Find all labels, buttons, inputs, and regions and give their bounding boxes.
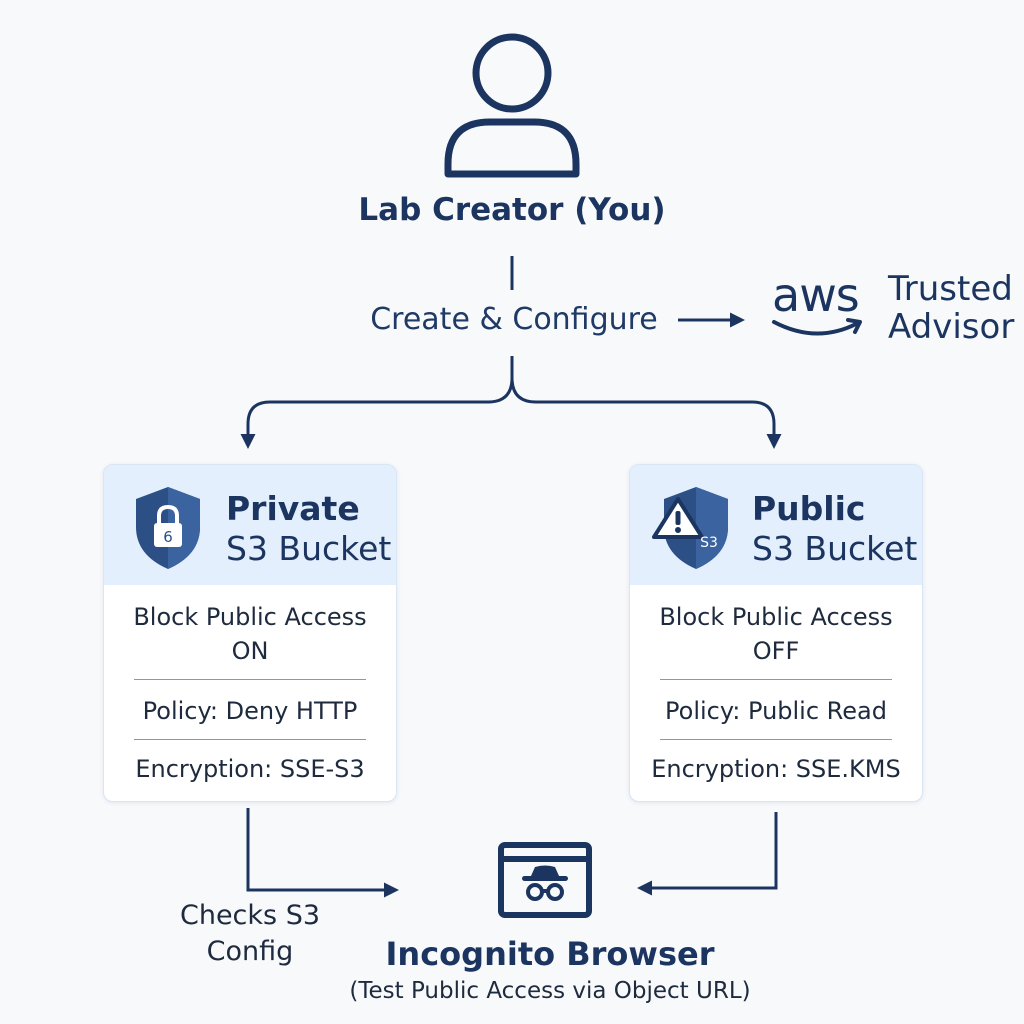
warning-shield-icon: S3	[652, 487, 728, 569]
public-bucket-header: S3 Public S3 Bucket	[630, 465, 922, 585]
aws-logo-text: aws	[772, 268, 860, 322]
private-divider-2	[134, 739, 366, 740]
user-title: Lab Creator (You)	[358, 192, 666, 228]
private-title-line2: S3 Bucket	[226, 529, 392, 568]
private-block-access-label: Block Public Access	[133, 603, 367, 631]
arrow-public-to-browser	[637, 812, 778, 896]
private-title-line1: Private	[226, 489, 360, 528]
public-block-access-label: Block Public Access	[659, 603, 893, 631]
private-block-access-value: ON	[231, 637, 269, 665]
trusted-advisor-line1: Trusted	[888, 269, 1013, 309]
private-bucket-header: 6 Private S3 Bucket	[104, 465, 396, 585]
trusted-advisor-line2: Advisor	[888, 307, 1015, 347]
private-encryption: Encryption: SSE-S3	[135, 755, 365, 783]
private-divider-1	[134, 679, 366, 680]
aws-smile-icon	[772, 318, 862, 336]
s3-badge-text: S3	[700, 535, 718, 551]
private-bucket-title: Private S3 Bucket	[226, 489, 396, 569]
aws-logo: aws	[768, 268, 872, 342]
user-icon	[444, 33, 580, 178]
checks-label-line2: Config	[206, 936, 294, 967]
lock-badge-char: 6	[163, 528, 173, 546]
checks-label-line1: Checks S3	[179, 900, 321, 931]
lock-shield-icon: 6	[136, 487, 200, 569]
trusted-advisor-label: Trusted Advisor	[888, 270, 1024, 346]
incognito-browser-icon	[498, 842, 592, 918]
public-block-access-value: OFF	[752, 637, 800, 665]
public-title-line2: S3 Bucket	[752, 529, 918, 568]
create-configure-label: Create & Configure	[370, 302, 658, 337]
arrow-to-private-bucket	[240, 356, 514, 449]
public-divider-1	[660, 679, 892, 680]
incognito-browser-title: Incognito Browser	[385, 935, 715, 973]
public-bucket-title: Public S3 Bucket	[752, 489, 922, 569]
public-policy: Policy: Public Read	[665, 697, 887, 725]
arrow-to-public-bucket	[510, 377, 782, 449]
incognito-browser-subtitle: (Test Public Access via Object URL)	[349, 978, 751, 1004]
arrow-private-to-browser	[246, 808, 399, 898]
public-bucket-card: S3 Public S3 Bucket Block Public Access …	[629, 464, 923, 802]
private-policy: Policy: Deny HTTP	[142, 697, 358, 725]
public-encryption: Encryption: SSE.KMS	[651, 755, 901, 783]
private-bucket-card: 6 Private S3 Bucket Block Public Access …	[103, 464, 397, 802]
public-divider-2	[660, 739, 892, 740]
checks-s3-config-label: Checks S3 Config	[160, 898, 340, 970]
public-title-line1: Public	[752, 489, 866, 528]
